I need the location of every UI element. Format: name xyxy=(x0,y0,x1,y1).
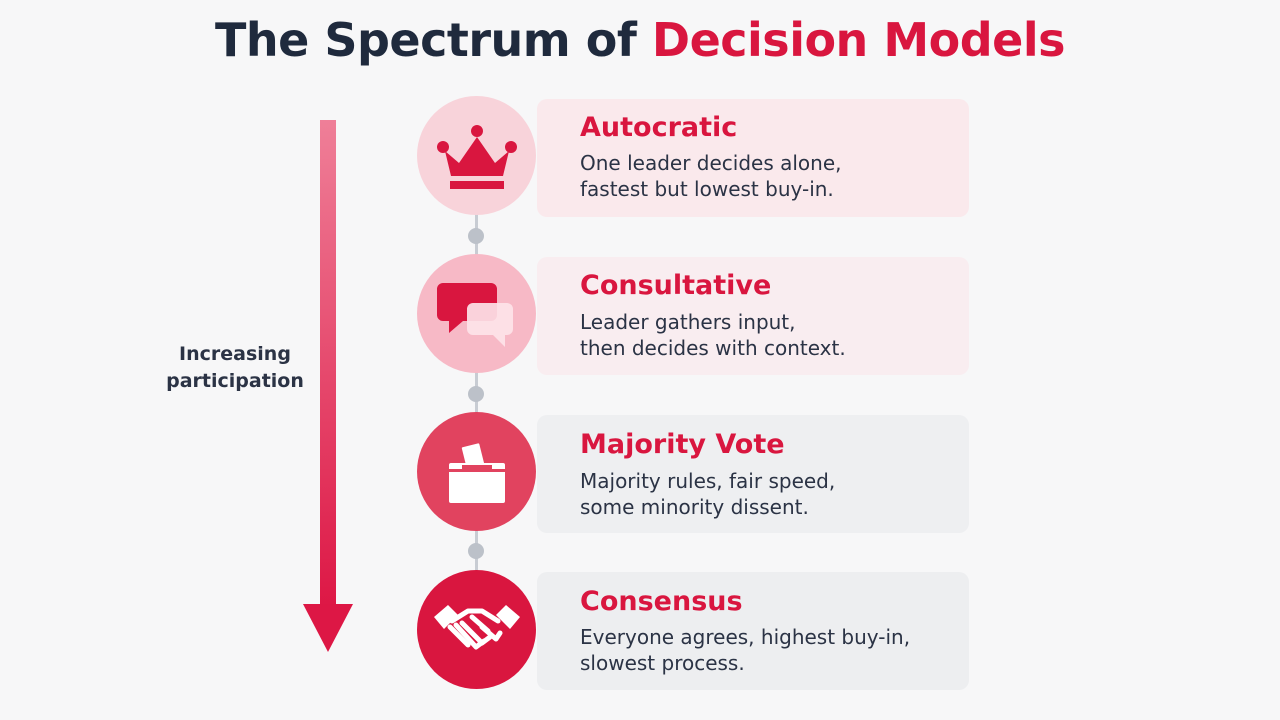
model-card-consultative xyxy=(537,257,969,375)
model-description-line: then decides with context. xyxy=(580,336,846,360)
connector-dot xyxy=(468,543,484,559)
axis-label-line1: Increasing xyxy=(179,343,291,365)
model-circle-majority-vote xyxy=(417,412,536,531)
connector-dot xyxy=(468,386,484,402)
axis-label-line2: participation xyxy=(166,370,304,392)
model-card-autocratic xyxy=(537,99,969,217)
model-description: Leader gathers input, then decides with … xyxy=(580,309,960,361)
ballot-box-icon xyxy=(448,442,505,503)
model-card-majority-vote xyxy=(537,415,969,533)
connector-dot xyxy=(468,228,484,244)
model-description-line: Leader gathers input, xyxy=(580,310,796,334)
model-circle-autocratic xyxy=(417,96,536,215)
model-circle-consensus xyxy=(417,570,536,689)
model-description: Majority rules, fair speed, some minorit… xyxy=(580,468,960,520)
axis-label: Increasing participation xyxy=(155,341,315,395)
model-title: Consensus xyxy=(580,586,743,617)
model-title: Consultative xyxy=(580,270,772,301)
model-description-line: Majority rules, fair speed, xyxy=(580,469,836,493)
model-circle-consultative xyxy=(417,254,536,373)
model-description-line: Everyone agrees, highest buy-in, xyxy=(580,625,911,649)
model-description-line: fastest but lowest buy-in. xyxy=(580,177,834,201)
title-accent: Decision Models xyxy=(651,13,1066,67)
model-title: Majority Vote xyxy=(580,429,785,460)
title-part: The Spectrum of xyxy=(215,13,652,67)
crown-icon xyxy=(436,124,517,189)
page-title: The Spectrum of Decision Models xyxy=(0,10,1280,70)
model-description-line: slowest process. xyxy=(580,651,745,675)
model-title: Autocratic xyxy=(580,112,738,143)
chat-bubbles-icon xyxy=(436,282,513,347)
participation-arrow xyxy=(303,120,353,652)
model-description-line: One leader decides alone, xyxy=(580,151,842,175)
model-description: One leader decides alone, fastest but lo… xyxy=(580,150,960,202)
model-description: Everyone agrees, highest buy-in, slowest… xyxy=(580,624,960,676)
handshake-icon xyxy=(433,604,520,649)
model-card-consensus xyxy=(537,572,969,690)
model-description-line: some minority dissent. xyxy=(580,495,809,519)
